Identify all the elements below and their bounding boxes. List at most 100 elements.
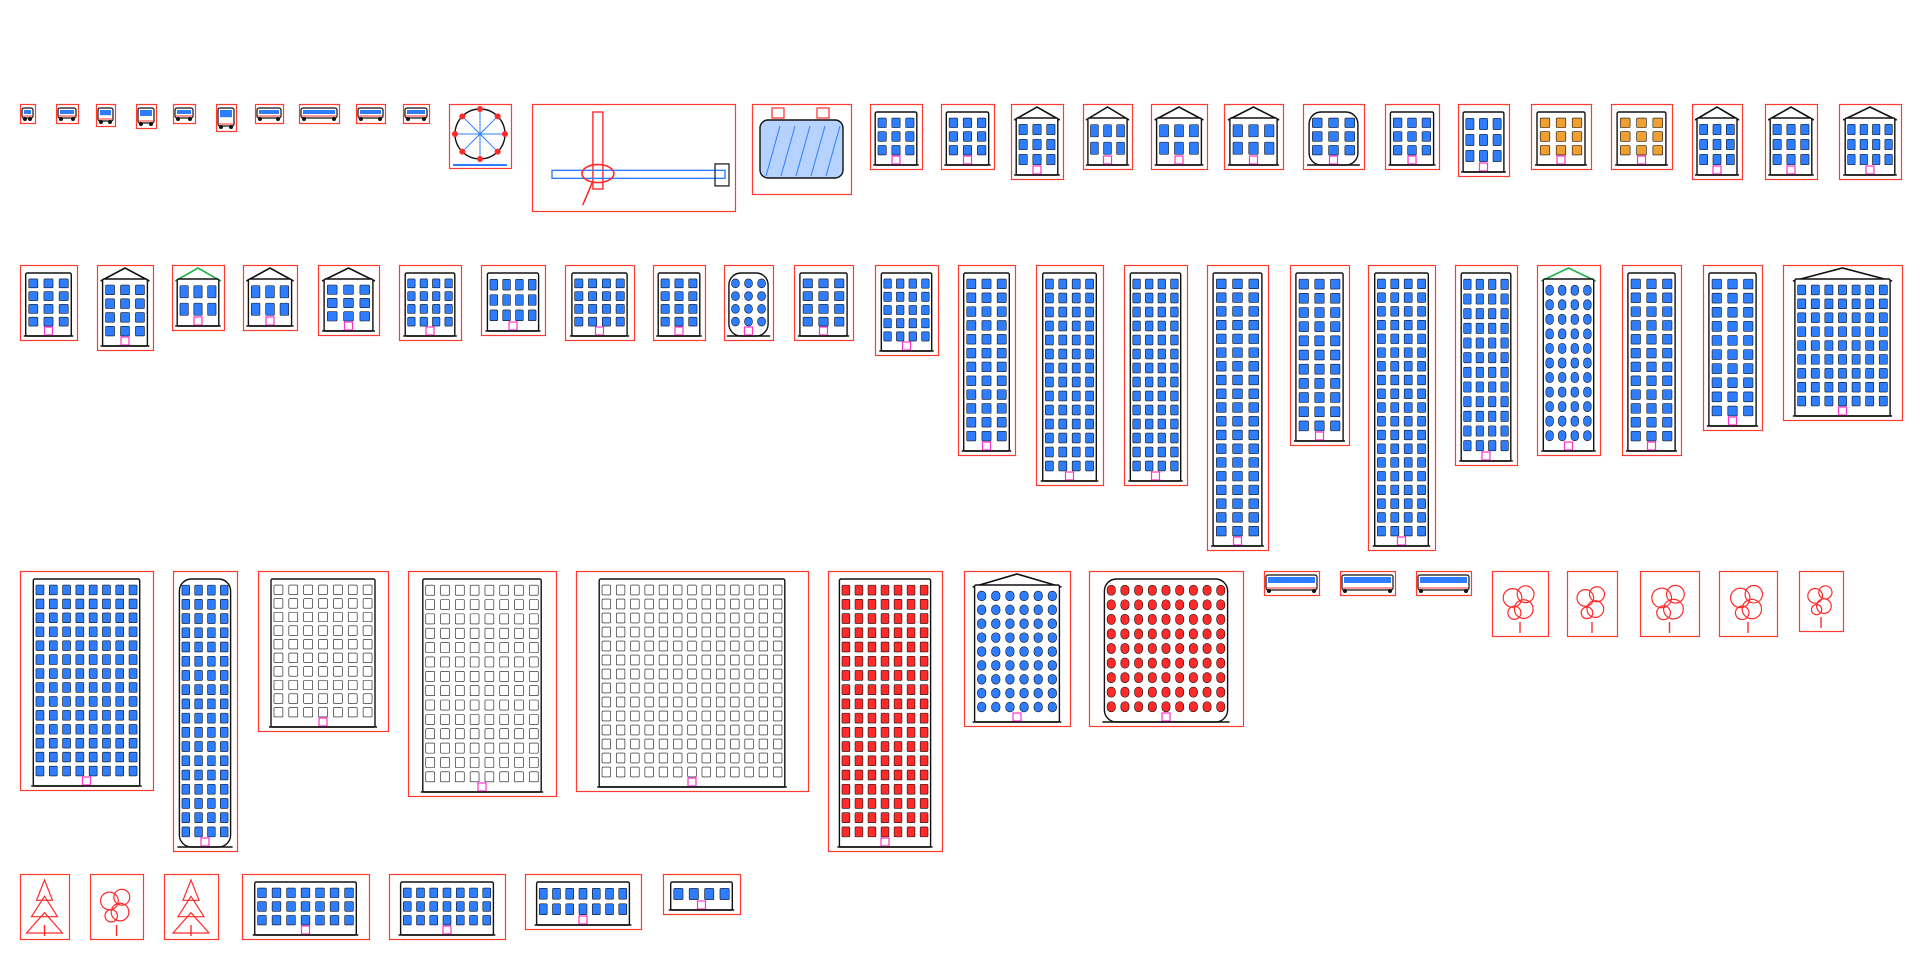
window <box>758 710 768 722</box>
door <box>1865 165 1875 175</box>
window <box>1417 416 1426 427</box>
tram-icon <box>1263 570 1321 597</box>
window <box>773 640 783 652</box>
window <box>1743 363 1754 374</box>
window <box>220 798 229 809</box>
window <box>1047 632 1057 643</box>
window <box>1636 131 1647 142</box>
window <box>981 334 992 345</box>
window <box>1403 471 1413 482</box>
window <box>1570 401 1579 413</box>
window <box>1570 430 1579 442</box>
window <box>1847 123 1856 136</box>
window <box>687 640 697 652</box>
window <box>1390 374 1400 386</box>
wheel <box>276 117 280 121</box>
window <box>288 639 299 650</box>
window <box>444 291 453 301</box>
window <box>1743 391 1754 403</box>
window <box>181 755 190 767</box>
window <box>62 696 71 707</box>
window <box>1046 138 1056 151</box>
window <box>1583 343 1592 354</box>
window <box>1417 512 1426 523</box>
window <box>181 727 190 738</box>
window <box>1500 293 1509 305</box>
window <box>687 724 697 736</box>
window <box>407 278 416 289</box>
window <box>181 769 190 781</box>
roof-line <box>100 267 150 282</box>
window <box>1377 416 1386 427</box>
window <box>921 278 930 289</box>
window <box>802 304 813 314</box>
window <box>773 654 783 666</box>
window <box>966 334 977 345</box>
window <box>499 742 509 754</box>
car-icon <box>95 103 117 128</box>
window <box>362 666 373 677</box>
window <box>514 728 524 740</box>
window <box>1330 335 1341 347</box>
window <box>1058 418 1068 430</box>
window <box>499 757 509 768</box>
window <box>1145 320 1154 332</box>
window <box>1403 292 1413 303</box>
window <box>1298 278 1309 290</box>
window <box>1500 337 1509 349</box>
window <box>75 668 85 679</box>
window <box>1824 284 1834 296</box>
window <box>1865 340 1875 351</box>
window <box>1872 138 1881 151</box>
window <box>1711 278 1722 290</box>
sprite-frame <box>957 264 1017 457</box>
window <box>730 752 740 764</box>
window <box>1878 326 1888 337</box>
window <box>757 291 766 301</box>
window <box>120 298 130 309</box>
window <box>867 826 877 838</box>
window <box>981 347 992 359</box>
window <box>730 612 740 624</box>
window <box>1417 388 1426 399</box>
round-tower-icon <box>1302 103 1366 171</box>
crane-icon <box>531 103 737 213</box>
window <box>1583 401 1592 413</box>
window <box>1403 484 1413 496</box>
window <box>515 309 524 322</box>
window <box>867 712 877 724</box>
window <box>115 640 125 651</box>
window <box>673 640 683 652</box>
window <box>744 766 754 778</box>
window <box>616 584 626 596</box>
window <box>75 584 85 596</box>
wheel <box>229 125 233 129</box>
window <box>715 710 726 722</box>
window <box>1377 457 1386 468</box>
window <box>1390 443 1400 454</box>
window <box>644 752 654 764</box>
window <box>333 639 343 650</box>
window <box>303 598 313 609</box>
window <box>440 656 450 668</box>
window <box>1106 628 1116 640</box>
gable-house-icon <box>96 264 155 352</box>
window <box>1620 117 1631 128</box>
window <box>1071 320 1081 332</box>
window <box>730 766 740 778</box>
skyscraper-icon <box>957 264 1017 457</box>
window <box>1132 446 1141 458</box>
window <box>630 626 640 638</box>
window <box>105 284 115 295</box>
ticket-booth-icon <box>388 873 507 941</box>
window <box>1488 366 1497 378</box>
window <box>730 682 740 694</box>
window <box>440 627 450 639</box>
sprite-frame <box>1150 103 1209 171</box>
window <box>181 826 190 838</box>
window <box>588 278 598 289</box>
window <box>194 741 203 752</box>
window <box>1545 401 1554 413</box>
gondola <box>502 131 508 137</box>
window <box>1865 326 1875 337</box>
